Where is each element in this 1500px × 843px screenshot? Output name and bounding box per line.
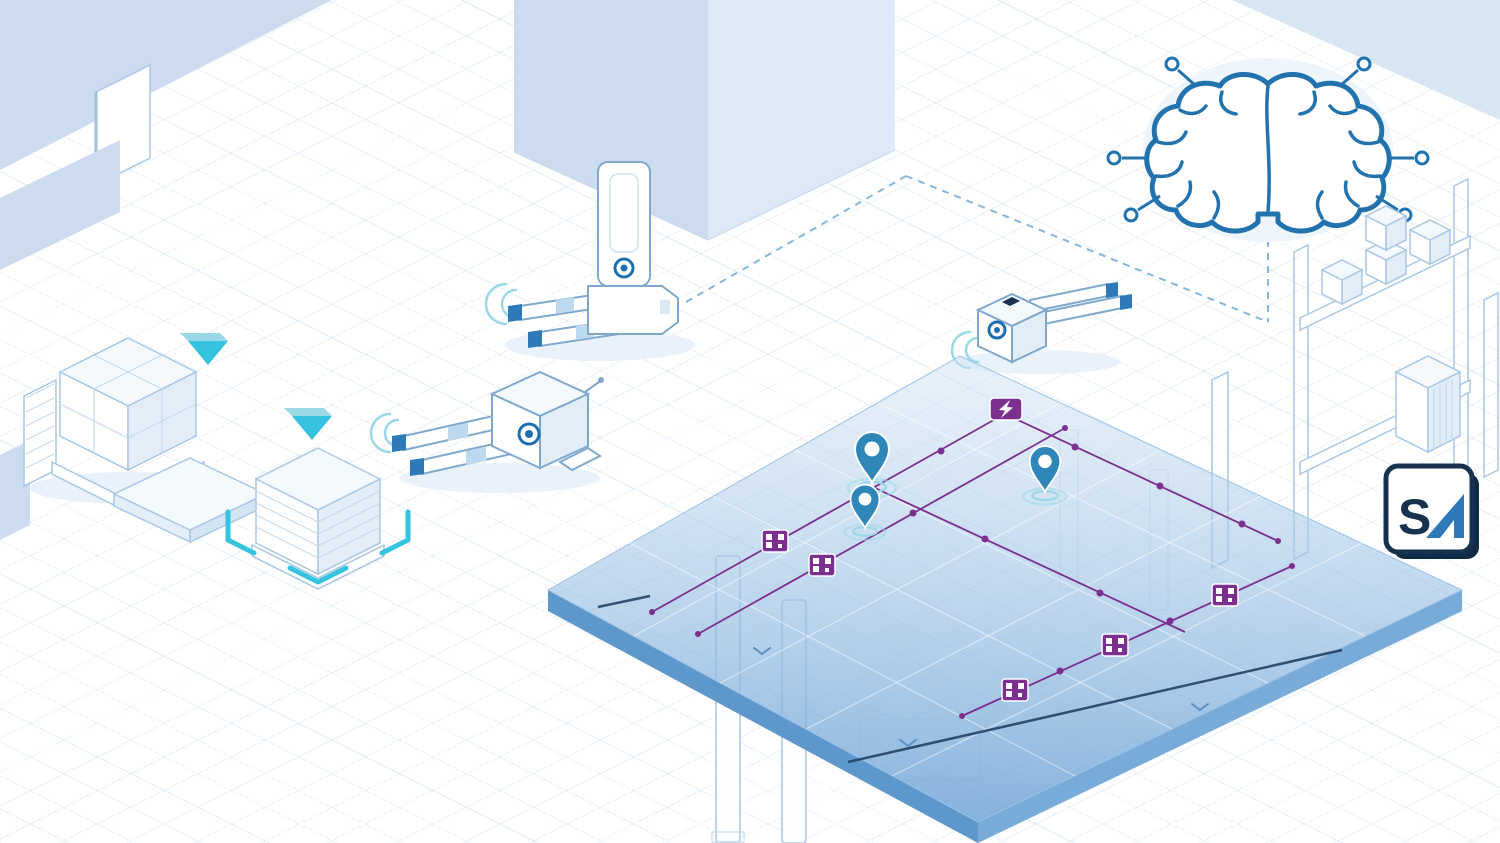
signal-waves-icon xyxy=(369,412,392,454)
rack-post xyxy=(1453,177,1469,495)
circuit-nodes xyxy=(1106,56,1430,223)
fork-stripe xyxy=(448,423,468,441)
map-dark-line xyxy=(597,594,651,609)
agv-body-right xyxy=(539,392,589,470)
wall-center-right-face xyxy=(708,0,895,240)
tow-hitch xyxy=(558,446,602,472)
fork-tip xyxy=(392,434,406,452)
direction-chevron xyxy=(899,739,917,748)
wall-lower-left xyxy=(0,140,120,270)
logo-triangle-notch xyxy=(1440,520,1454,538)
post-base xyxy=(711,831,745,843)
logo-triangle-icon xyxy=(1426,494,1464,538)
scanner-unit xyxy=(1002,297,1020,306)
staging-slab xyxy=(112,457,268,544)
handle xyxy=(584,381,600,393)
alignment-bracket-icon xyxy=(287,565,349,585)
fork-stripe xyxy=(466,447,486,465)
map-dark-line xyxy=(847,648,1343,764)
body-detail xyxy=(660,300,670,314)
conveyor-rollers xyxy=(25,383,55,469)
sensor-dot xyxy=(620,264,628,272)
vent-panel xyxy=(1394,355,1462,454)
ai-brain-icon xyxy=(1106,56,1430,242)
location-pin-icon xyxy=(1022,445,1068,506)
placement-arrow-icon xyxy=(284,408,332,440)
brain-folds xyxy=(1154,90,1382,220)
circuit-node-icon xyxy=(1123,207,1139,223)
data-link-dashed xyxy=(685,175,1269,323)
wall-dock-strip xyxy=(0,440,30,540)
direction-chevron xyxy=(1191,703,1209,712)
fork-tip xyxy=(1106,282,1118,298)
inbound-dock xyxy=(23,333,411,590)
route-nodes xyxy=(649,425,1295,719)
sensor-dot xyxy=(525,430,533,438)
crate-stack xyxy=(225,447,411,590)
qr-code-marker xyxy=(1001,678,1029,702)
charging-station-marker xyxy=(989,397,1023,421)
lightning-icon xyxy=(999,400,1013,418)
map-surface xyxy=(546,355,1464,823)
app-logo: S xyxy=(1383,463,1479,559)
wall-upper-left xyxy=(0,0,332,170)
alignment-bracket-icon xyxy=(225,509,257,556)
rack-post xyxy=(1483,291,1499,479)
fork-tip xyxy=(1120,294,1132,310)
handle-knob xyxy=(598,377,604,383)
sensor-dot xyxy=(994,327,1000,333)
route-network xyxy=(649,397,1295,719)
direction-chevrons xyxy=(753,647,1209,748)
rack-post xyxy=(1293,243,1309,561)
location-pin-icon xyxy=(843,483,887,541)
wall-center-base-edge xyxy=(513,149,896,241)
route-line xyxy=(874,487,1186,633)
circuit-node-icon xyxy=(1164,56,1180,72)
agv-tugger xyxy=(950,282,1132,374)
circuit-node-icon xyxy=(1106,150,1122,166)
placement-arrow-icon xyxy=(180,333,228,365)
brain-fissure xyxy=(1265,84,1271,214)
rack-boxes xyxy=(1320,205,1452,306)
circuit-node-icon xyxy=(1356,56,1372,72)
qr-code-marker xyxy=(1211,583,1239,607)
map-edge-right xyxy=(978,590,1462,843)
fork-tip xyxy=(508,304,522,322)
agv-forklift-mast xyxy=(484,161,695,361)
map-pins xyxy=(843,431,1068,541)
qr-code-marker xyxy=(1101,633,1129,657)
fork-tip xyxy=(528,330,542,348)
walls xyxy=(0,0,1500,540)
fork-tip xyxy=(410,458,424,476)
logo-letter: S xyxy=(1398,489,1431,545)
circuit-node-icon xyxy=(1414,150,1430,166)
fork-stripe xyxy=(556,297,574,314)
carton xyxy=(1408,219,1452,266)
agv-shadow xyxy=(400,463,600,493)
agv-pallet-truck xyxy=(369,370,604,493)
route-line xyxy=(651,411,1009,613)
alignment-bracket-icon xyxy=(379,509,411,556)
map-edge-left xyxy=(548,590,978,843)
qr-code-marker xyxy=(761,529,789,553)
direction-chevron xyxy=(753,647,771,656)
agv-body xyxy=(587,285,679,335)
route-line xyxy=(697,427,1066,635)
agv-body-right xyxy=(1011,308,1047,364)
carton xyxy=(1364,205,1408,252)
signal-waves-icon xyxy=(484,282,508,326)
qr-code-marker xyxy=(808,553,836,577)
storage-rack xyxy=(1211,177,1499,570)
digital-map xyxy=(546,355,1464,843)
signal-waves-icon xyxy=(964,336,980,364)
mast-slot xyxy=(609,173,639,253)
wall-center-left-face xyxy=(514,0,708,240)
carton xyxy=(1320,259,1364,306)
